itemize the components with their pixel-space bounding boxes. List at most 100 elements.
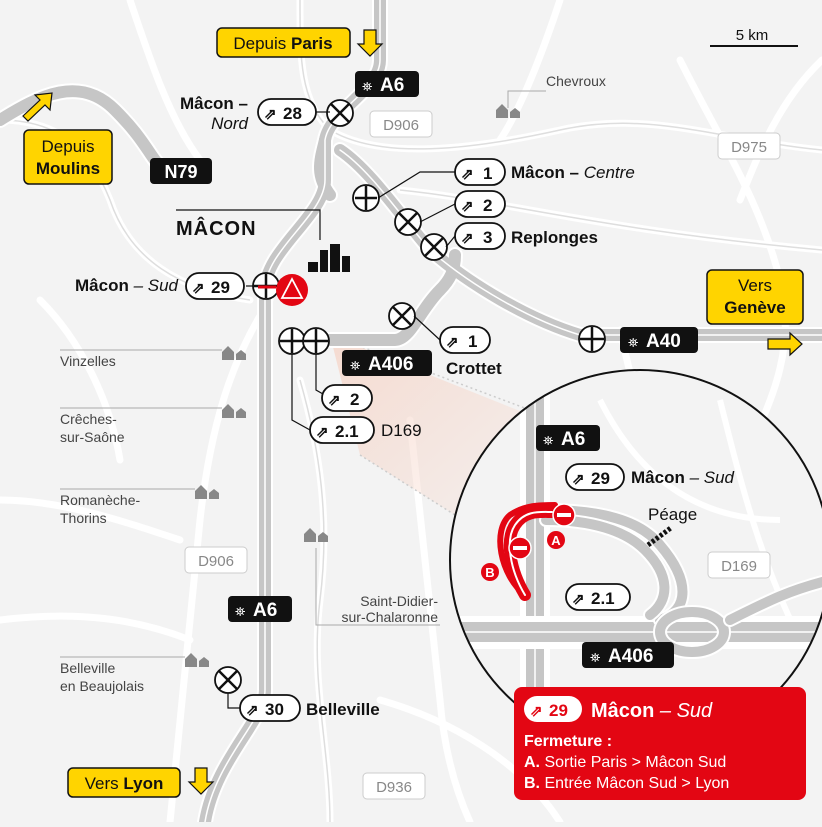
svg-text:30: 30 — [265, 700, 284, 719]
svg-text:A40: A40 — [646, 331, 681, 352]
town-saint-didier: Saint-Didier- sur-Chalaronne — [304, 528, 440, 626]
city-macon: MÂCON — [176, 216, 350, 272]
svg-text:Genève: Genève — [724, 298, 785, 317]
svg-text:Chevroux: Chevroux — [546, 73, 606, 89]
notice-exit-29: ⇗ 29 — [524, 696, 582, 722]
svg-text:Replonges: Replonges — [511, 228, 598, 247]
inset-exit-2-1: ⇗ 2.1 — [565, 583, 631, 611]
village-icon — [222, 346, 246, 360]
svg-text:29: 29 — [211, 278, 230, 297]
village-icon — [195, 485, 219, 499]
svg-text:29: 29 — [549, 701, 568, 720]
village-icon — [496, 104, 520, 118]
road-badge-d936: D936 — [362, 772, 426, 800]
svg-text:⇗: ⇗ — [328, 392, 341, 409]
arrow-up-right-icon — [22, 92, 53, 122]
badge-a406: ⛯ A406 — [342, 350, 432, 376]
svg-text:D906: D906 — [383, 117, 419, 134]
badge-a40: ⛯ A40 — [620, 327, 698, 353]
inset-badge-a406: ⛯ A406 — [582, 642, 674, 668]
exit-2: ⇗ 2 — [454, 190, 506, 218]
svg-text:2: 2 — [483, 196, 492, 215]
svg-text:Romanèche-: Romanèche- — [60, 492, 140, 508]
svg-text:⇗: ⇗ — [461, 198, 474, 215]
exit-30: ⇗ 30 Belleville — [239, 694, 380, 722]
road-badge-d975: D975 — [717, 132, 781, 160]
toll-icon — [646, 525, 674, 547]
svg-text:A406: A406 — [608, 646, 653, 667]
village-icon — [304, 528, 328, 542]
toll-label: Péage — [648, 505, 697, 524]
svg-text:A. Sortie Paris > Mâcon Sud: A. Sortie Paris > Mâcon Sud — [524, 754, 726, 771]
exit-3: ⇗ 3 Replonges — [454, 222, 598, 250]
road-badge-d906-bottom: D906 — [184, 546, 248, 574]
leader-lines — [176, 111, 456, 709]
svg-text:⇗: ⇗ — [461, 166, 474, 183]
direction-from-paris: Depuis Paris — [216, 27, 384, 58]
town-romaneche: Romanèche- Thorins — [60, 485, 219, 526]
marker-b: B — [481, 563, 499, 581]
svg-text:Belleville: Belleville — [306, 700, 380, 719]
svg-text:29: 29 — [591, 469, 610, 488]
svg-text:⇗: ⇗ — [246, 702, 259, 719]
town-chevroux: Chevroux — [496, 73, 606, 118]
svg-text:N79: N79 — [164, 162, 197, 182]
svg-text:Vers: Vers — [738, 276, 772, 295]
interchange-1b-icon — [388, 302, 416, 330]
svg-text:D906: D906 — [198, 553, 234, 570]
svg-text:⛯: ⛯ — [543, 433, 553, 448]
no-entry-icon — [508, 536, 532, 560]
svg-text:A: A — [551, 533, 561, 548]
interchange-2b-icon — [278, 327, 306, 355]
svg-text:B: B — [485, 565, 494, 580]
inset-zoom: ⛯ A6 ⇗ 29 Mâcon – Sud Péage D169 ⇗ 2.1 ⛯… — [449, 369, 822, 751]
svg-text:2.1: 2.1 — [591, 589, 615, 608]
interchange-2-icon — [394, 208, 422, 236]
svg-text:en Beaujolais: en Beaujolais — [60, 678, 144, 694]
svg-text:⇗: ⇗ — [192, 280, 205, 297]
svg-text:A6: A6 — [561, 429, 585, 450]
svg-text:Saint-Didier-: Saint-Didier- — [360, 593, 438, 609]
svg-text:⇗: ⇗ — [316, 424, 329, 441]
village-icon — [222, 404, 246, 418]
direction-to-lyon: Vers Lyon — [67, 767, 215, 798]
svg-text:⇗: ⇗ — [264, 106, 277, 123]
interchange-icons — [214, 99, 606, 694]
badge-a6-top: ⛯ A6 — [355, 71, 419, 97]
scale-bar: 5 km — [710, 27, 798, 47]
exit-2b: ⇗ 2 — [321, 384, 373, 412]
interchange-3-icon — [420, 233, 448, 261]
arrow-down-icon — [187, 767, 215, 795]
svg-text:Crottet: Crottet — [446, 359, 502, 378]
svg-text:Mâcon – Sud: Mâcon – Sud — [631, 468, 735, 487]
town-vinzelles: Vinzelles — [60, 346, 246, 369]
svg-text:Vers Lyon: Vers Lyon — [85, 774, 164, 793]
svg-text:A406: A406 — [368, 354, 413, 375]
svg-text:Thorins: Thorins — [60, 510, 107, 526]
svg-text:Mâcon – Sud: Mâcon – Sud — [591, 700, 713, 722]
svg-text:D975: D975 — [731, 139, 767, 156]
svg-text:⛯: ⛯ — [628, 335, 638, 350]
towns: Chevroux Vinzelles Crêches- sur-Saône Ro… — [60, 73, 606, 694]
svg-text:⛯: ⛯ — [590, 650, 600, 665]
svg-text:⛯: ⛯ — [362, 79, 372, 94]
road-badge-d906-top: D906 — [369, 110, 433, 138]
badge-n79: N79 — [150, 158, 212, 184]
svg-text:3: 3 — [483, 228, 492, 247]
svg-text:MÂCON: MÂCON — [176, 216, 257, 240]
svg-text:Depuis Paris: Depuis Paris — [233, 34, 332, 53]
svg-text:1: 1 — [468, 332, 477, 351]
marker-a: A — [547, 531, 565, 549]
svg-text:2: 2 — [350, 390, 359, 409]
d-road-badges: D906 D975 D906 D936 — [184, 110, 781, 800]
arrow-down-icon — [356, 29, 384, 57]
svg-text:A6: A6 — [380, 75, 404, 96]
svg-text:⛯: ⛯ — [350, 358, 360, 373]
svg-text:Moulins: Moulins — [36, 159, 100, 178]
inset-exit-29: ⇗ 29 Mâcon – Sud — [565, 463, 735, 491]
svg-text:⇗: ⇗ — [572, 471, 585, 488]
svg-text:B. Entrée Mâcon Sud > Lyon: B. Entrée Mâcon Sud > Lyon — [524, 775, 729, 792]
svg-text:D169: D169 — [381, 421, 422, 440]
